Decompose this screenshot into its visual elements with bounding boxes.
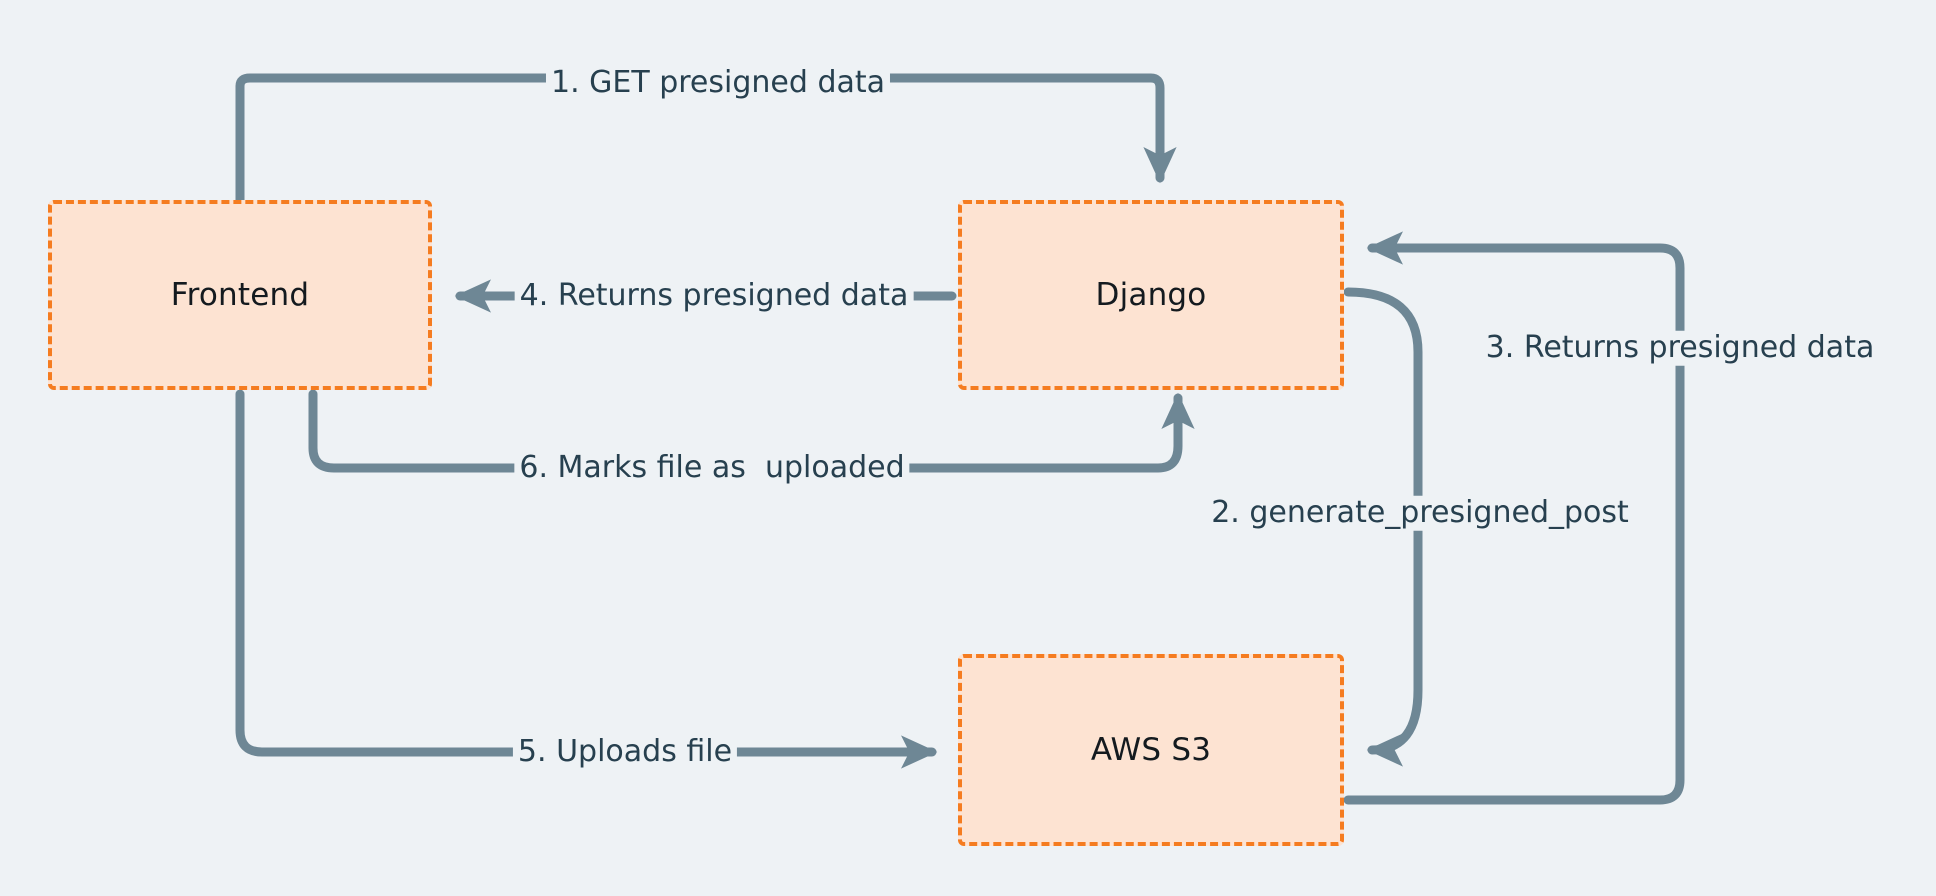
edge-label-6: 6. Marks file as uploaded	[514, 450, 910, 486]
edge-path-3	[1343, 231, 1685, 805]
edge-label-4: 4. Returns presigned data	[514, 278, 914, 314]
node-django[interactable]: Django	[958, 200, 1344, 390]
edge-label-3: 3. Returns presigned data	[1480, 330, 1880, 366]
edge-path-5	[235, 389, 938, 769]
edge-path-2	[1343, 287, 1423, 767]
edge-label-1: 1. GET presigned data	[545, 65, 891, 101]
node-aws-s3[interactable]: AWS S3	[958, 654, 1344, 846]
node-django-label: Django	[1095, 277, 1207, 313]
node-aws-s3-label: AWS S3	[1090, 732, 1212, 768]
node-frontend-label: Frontend	[170, 277, 310, 313]
edge-label-5: 5. Uploads file	[512, 734, 738, 770]
edge-label-2: 2. generate_presigned_post	[1206, 495, 1634, 531]
node-frontend[interactable]: Frontend	[48, 200, 432, 390]
